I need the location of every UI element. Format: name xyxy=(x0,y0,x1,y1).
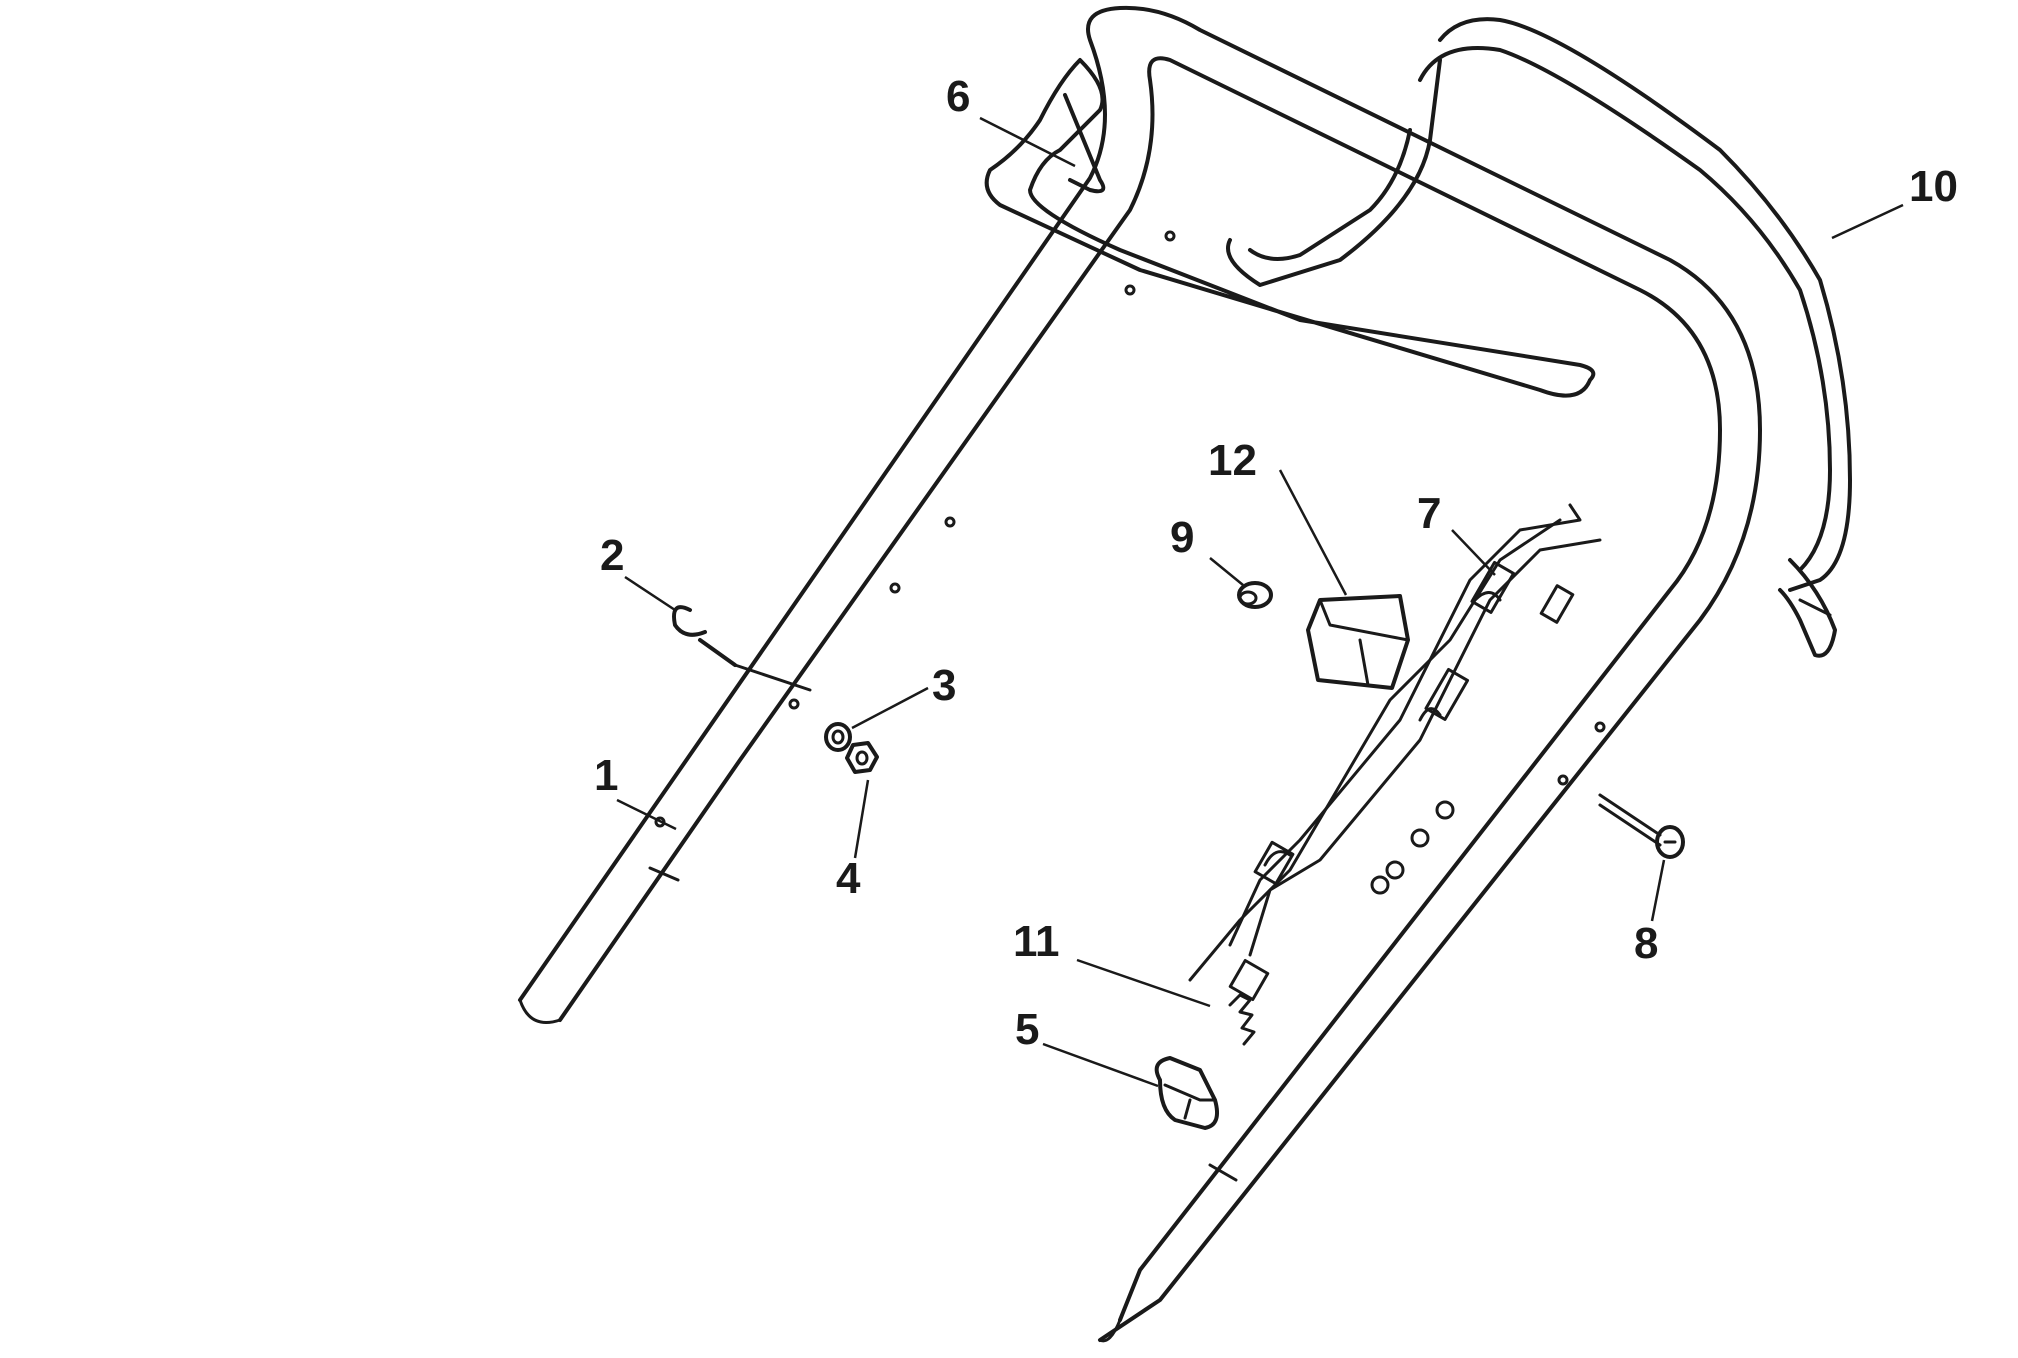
nut xyxy=(845,741,879,774)
callout-12: 12 xyxy=(1208,436,1257,485)
leader-7 xyxy=(1451,529,1496,576)
eye-bolt xyxy=(672,605,812,692)
callout-9: 9 xyxy=(1170,513,1194,562)
cable-clip xyxy=(1154,1056,1219,1130)
control-cables xyxy=(1188,503,1602,982)
leader-3 xyxy=(851,686,929,730)
leader-9 xyxy=(1209,557,1244,586)
cable-spring xyxy=(1228,959,1270,1046)
small-washers xyxy=(1370,800,1455,895)
washer xyxy=(824,722,852,752)
cable-guide-block xyxy=(1306,594,1410,690)
leader-lines xyxy=(616,116,1904,1088)
callout-4: 4 xyxy=(836,854,861,903)
leader-10 xyxy=(1831,203,1904,240)
callout-11: 11 xyxy=(1013,917,1060,966)
callout-6: 6 xyxy=(946,72,970,121)
callout-3: 3 xyxy=(932,661,956,710)
leader-4 xyxy=(853,779,870,859)
leader-12 xyxy=(1278,469,1348,596)
screw xyxy=(1598,793,1685,859)
drive-bail xyxy=(984,58,1596,398)
callout-10: 10 xyxy=(1909,162,1958,211)
callout-8: 8 xyxy=(1634,919,1658,968)
brake-bail xyxy=(1418,17,1852,658)
leader-2 xyxy=(624,575,676,612)
leader-5 xyxy=(1042,1042,1159,1088)
top-grip-loop xyxy=(1226,58,1442,287)
callout-1: 1 xyxy=(594,751,618,800)
leader-6 xyxy=(979,116,1076,168)
callout-5: 5 xyxy=(1015,1005,1039,1054)
spacer xyxy=(1237,581,1273,609)
main-handle xyxy=(518,5,1762,1343)
callout-7: 7 xyxy=(1417,489,1441,538)
callout-2: 2 xyxy=(600,531,624,580)
leader-8 xyxy=(1650,859,1666,922)
leader-11 xyxy=(1076,958,1211,1008)
leader-1 xyxy=(616,798,677,831)
callout-labels: 1 2 3 4 5 6 7 8 9 10 11 12 xyxy=(594,72,1958,1054)
